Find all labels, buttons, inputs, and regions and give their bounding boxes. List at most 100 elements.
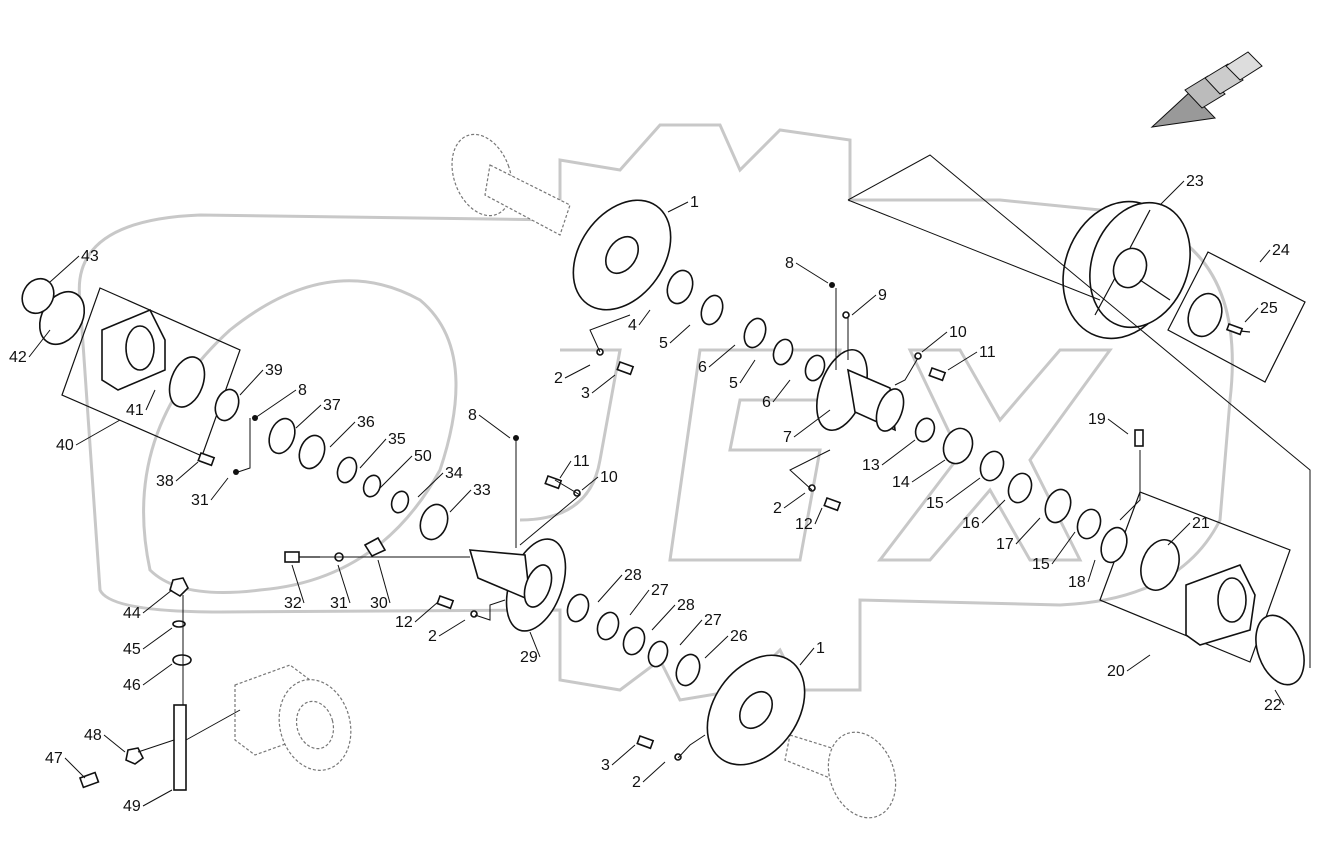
callout-2: 2 — [773, 492, 806, 517]
callout-28: 28 — [597, 567, 642, 603]
callout-31: 31 — [191, 477, 229, 509]
leader-line — [1274, 689, 1285, 706]
callout-49: 49 — [123, 789, 173, 815]
leader-line — [739, 359, 756, 384]
callout-2: 2 — [554, 364, 591, 387]
callout-label: 6 — [698, 359, 707, 376]
flange-disc-lower — [706, 654, 806, 766]
callout-12: 12 — [395, 601, 439, 631]
callout-21: 21 — [1167, 515, 1210, 546]
callout-32: 32 — [284, 564, 305, 612]
callout-label: 45 — [123, 641, 141, 658]
callout-label: 2 — [428, 628, 437, 645]
callout-27: 27 — [679, 612, 722, 646]
belt-pulley — [1062, 200, 1191, 340]
callout-22: 22 — [1264, 689, 1285, 714]
callout-label: 12 — [795, 516, 813, 533]
callout-layer: 1122223345566788891010111112121314151516… — [9, 173, 1290, 815]
bearing-housing-left — [21, 277, 241, 457]
callout-label: 44 — [123, 605, 141, 622]
callout-40: 40 — [56, 419, 121, 454]
leader-line — [103, 734, 126, 753]
callout-50: 50 — [379, 448, 432, 489]
bearing-housing-right — [1099, 491, 1305, 686]
callout-label: 40 — [56, 437, 74, 454]
callout-29: 29 — [520, 631, 541, 666]
ring-stack-upper — [666, 269, 1102, 540]
leader-line — [783, 492, 806, 509]
leader-line — [337, 564, 351, 604]
leader-line — [75, 419, 121, 446]
callout-label: 29 — [520, 649, 538, 666]
leader-line — [1087, 559, 1096, 583]
callout-label: 47 — [45, 750, 63, 767]
callout-2: 2 — [632, 761, 666, 791]
callout-label: 30 — [370, 595, 388, 612]
callout-label: 4 — [628, 317, 637, 334]
leader-line — [377, 559, 391, 604]
callout-11: 11 — [947, 344, 996, 371]
callout-16: 16 — [962, 499, 1006, 532]
callout-label: 1 — [816, 640, 825, 657]
leader-line — [581, 476, 599, 491]
leader-line — [629, 589, 650, 616]
leader-line — [142, 627, 173, 650]
leader-line — [911, 459, 946, 483]
callout-1: 1 — [667, 194, 699, 213]
callout-label: 39 — [265, 362, 283, 379]
callout-label: 49 — [123, 798, 141, 815]
leader-line — [651, 604, 676, 631]
callout-3: 3 — [581, 374, 616, 402]
callout-42: 42 — [9, 329, 51, 366]
leader-line — [414, 601, 439, 623]
upper-shaft-stub — [451, 133, 571, 236]
leader-line — [142, 789, 173, 807]
callout-label: 8 — [468, 407, 477, 424]
callout-45: 45 — [123, 627, 173, 658]
leader-line — [945, 477, 981, 504]
callout-13: 13 — [862, 439, 916, 474]
callout-label: 7 — [783, 429, 792, 446]
callout-33: 33 — [449, 482, 491, 513]
callout-label: 28 — [677, 597, 695, 614]
callout-6: 6 — [762, 379, 791, 411]
callout-6: 6 — [698, 344, 736, 376]
callout-15: 15 — [926, 477, 981, 512]
leader-line — [638, 309, 651, 326]
leader-line — [1126, 654, 1151, 672]
callout-label: 3 — [601, 757, 610, 774]
leader-line — [1244, 307, 1259, 323]
leader-line — [478, 414, 511, 439]
callout-label: 10 — [600, 469, 618, 486]
callout-label: 19 — [1088, 411, 1106, 428]
callout-11: 11 — [559, 453, 590, 479]
callout-label: 27 — [651, 582, 669, 599]
callout-3: 3 — [601, 744, 636, 774]
callout-label: 8 — [785, 255, 794, 272]
callout-41: 41 — [126, 389, 156, 419]
leader-line — [438, 619, 466, 637]
callout-24: 24 — [1259, 242, 1290, 263]
callout-10: 10 — [581, 469, 618, 491]
callout-label: 8 — [298, 382, 307, 399]
callout-label: 9 — [878, 287, 887, 304]
leader-line — [947, 351, 978, 371]
leader-line — [529, 631, 541, 658]
callout-43: 43 — [49, 248, 99, 283]
leader-line — [239, 369, 264, 396]
callout-34: 34 — [417, 465, 463, 498]
callout-4: 4 — [628, 309, 651, 334]
leader-line — [799, 647, 815, 666]
callout-label: 24 — [1272, 242, 1290, 259]
leader-line — [145, 389, 156, 411]
leader-line — [64, 757, 86, 779]
leader-line — [359, 438, 387, 469]
gearbox-housing — [234, 664, 352, 771]
leader-line — [329, 421, 356, 448]
callout-label: 31 — [330, 595, 348, 612]
callout-label: 50 — [414, 448, 432, 465]
callout-17: 17 — [996, 517, 1041, 553]
callout-label: 25 — [1260, 300, 1278, 317]
leader-line — [795, 262, 829, 284]
